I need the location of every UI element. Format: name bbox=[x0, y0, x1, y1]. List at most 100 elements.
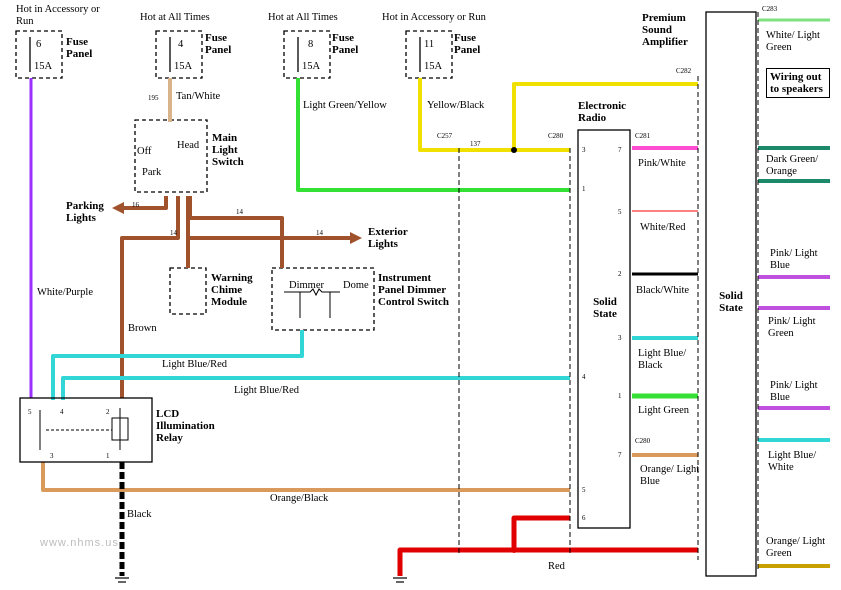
radio-out-black-white: Black/White bbox=[636, 285, 690, 296]
relay-pin-4: 4 bbox=[60, 408, 64, 416]
amplifier-state: Solid State bbox=[719, 290, 743, 314]
radio-pin-7: 7 bbox=[618, 146, 622, 154]
light-blue-red-label-2: Light Blue/Red bbox=[234, 385, 300, 396]
exterior-arrow bbox=[350, 232, 362, 244]
tan-white-label: Tan/White bbox=[176, 91, 221, 102]
parking-lights-label: Parking Lights bbox=[66, 200, 104, 224]
circuit-16: 16 bbox=[132, 201, 139, 209]
spk-label-4: Pink/ Light Green bbox=[768, 316, 816, 339]
fuse-box-8 bbox=[283, 30, 331, 79]
spk-label-7: Orange/ Light Green bbox=[766, 536, 826, 559]
circuit-195: 195 bbox=[148, 94, 159, 102]
connector-c280b: C280 bbox=[635, 437, 651, 445]
red-label: Red bbox=[548, 561, 565, 572]
switch-off: Off bbox=[137, 146, 152, 157]
switch-park: Park bbox=[142, 167, 162, 178]
circuit-14a: 14 bbox=[236, 208, 243, 216]
fuse-box-6 bbox=[15, 30, 63, 79]
fuse-4-rating: 15A bbox=[174, 61, 193, 72]
red-ground-wire bbox=[397, 515, 698, 576]
warning-chime-box bbox=[169, 267, 207, 315]
fuse-11-rating: 15A bbox=[424, 61, 443, 72]
connector-c257: C257 bbox=[437, 132, 453, 140]
fuse-6-label: Fuse Panel bbox=[66, 36, 93, 60]
spk-label-1: White/ Light Green bbox=[766, 30, 820, 53]
yellow-black-label: Yellow/Black bbox=[427, 100, 485, 111]
radio-out-white-red: White/Red bbox=[640, 222, 686, 233]
exterior-lights-label: Exterior Lights bbox=[368, 226, 408, 250]
radio-pin-4: 4 bbox=[582, 373, 586, 381]
fuse-11-label: Fuse Panel bbox=[454, 32, 481, 56]
relay-pin-5: 5 bbox=[28, 408, 32, 416]
radio-out-orange-light-blue: Orange/ Light Blue bbox=[640, 464, 700, 487]
radio-out-light-green: Light Green bbox=[638, 405, 690, 416]
circuit-137: 137 bbox=[470, 140, 481, 148]
yellow-amp-wire bbox=[512, 82, 698, 150]
brown-label: Brown bbox=[128, 323, 157, 334]
fuse-11-number: 11 bbox=[424, 39, 435, 50]
radio-pin-1b: 1 bbox=[618, 392, 622, 400]
fuse-6-rating: 15A bbox=[34, 61, 53, 72]
fuse-8-number: 8 bbox=[308, 39, 314, 50]
dimmer-switch-box bbox=[271, 267, 375, 331]
white-purple-label: White/Purple bbox=[37, 287, 93, 298]
lcd-relay-box bbox=[19, 397, 153, 463]
connector-c282: C282 bbox=[676, 67, 692, 75]
dimmer-switch-title: Instrument Panel Dimmer Control Switch bbox=[378, 272, 449, 308]
relay-pin-2: 2 bbox=[106, 408, 110, 416]
spk-label-5: Pink/ Light Blue bbox=[770, 380, 818, 403]
fuse-4-label: Fuse Panel bbox=[205, 32, 232, 56]
spk-label-2: Dark Green/ Orange bbox=[766, 154, 819, 177]
connector-c280a: C280 bbox=[548, 132, 564, 140]
radio-state: Solid State bbox=[593, 296, 617, 320]
spk-dark-green-orange bbox=[758, 146, 830, 183]
spk-label-3: Pink/ Light Blue bbox=[770, 248, 818, 271]
brown-wire-exterior bbox=[188, 196, 350, 268]
black-label: Black bbox=[127, 509, 152, 520]
fuse-8-header: Hot at All Times bbox=[268, 12, 338, 23]
orange-black-wire bbox=[41, 462, 570, 492]
switch-head: Head bbox=[177, 140, 200, 151]
fuse-6-header: Hot in Accessory or Run bbox=[16, 4, 100, 27]
radio-pin-2: 2 bbox=[618, 270, 622, 278]
fuse-8-rating: 15A bbox=[302, 61, 321, 72]
dome-label: Dome bbox=[343, 280, 369, 291]
connector-c283: C283 bbox=[762, 5, 778, 13]
yellow-black-wire bbox=[418, 78, 570, 152]
fuse-box-4 bbox=[155, 30, 203, 79]
radio-box bbox=[577, 129, 631, 529]
orange-black-label: Orange/Black bbox=[270, 493, 329, 504]
relay-pin-1: 1 bbox=[106, 452, 110, 460]
fuse-8-label: Fuse Panel bbox=[332, 32, 359, 56]
radio-pin-3b: 3 bbox=[618, 334, 622, 342]
fuse-box-11 bbox=[405, 30, 453, 79]
speaker-note: Wiring out to speakers bbox=[766, 68, 830, 98]
main-switch-title: Main Light Switch bbox=[212, 132, 244, 168]
radio-title: Electronic Radio bbox=[578, 100, 627, 124]
light-blue-red-wire-1 bbox=[51, 330, 304, 400]
circuit-14b: 14 bbox=[170, 229, 177, 237]
connector-c281: C281 bbox=[635, 132, 651, 140]
parking-arrow bbox=[112, 202, 124, 214]
spk-label-6: Light Blue/ White bbox=[768, 450, 817, 473]
radio-pin-7b: 7 bbox=[618, 451, 622, 459]
radio-out-light-blue-black: Light Blue/ Black bbox=[638, 348, 687, 371]
fuse-11-header: Hot in Accessory or Run bbox=[382, 12, 486, 23]
radio-pin-6: 6 bbox=[582, 514, 586, 522]
lcd-relay-title: LCD Illumination Relay bbox=[156, 408, 215, 444]
brown-wire-parking bbox=[122, 196, 168, 210]
fuse-6-number: 6 bbox=[36, 39, 42, 50]
circuit-14c: 14 bbox=[316, 229, 323, 237]
radio-out-pink-white: Pink/White bbox=[638, 158, 686, 169]
light-green-yellow-label: Light Green/Yellow bbox=[303, 100, 387, 111]
dimmer-label: Dimmer bbox=[289, 280, 324, 291]
radio-pin-1: 1 bbox=[582, 185, 586, 193]
radio-pin-5: 5 bbox=[618, 208, 622, 216]
brown-wire-relay bbox=[120, 196, 180, 398]
light-blue-red-label-1: Light Blue/Red bbox=[162, 359, 228, 370]
watermark: www.nhms.us bbox=[40, 537, 119, 549]
warning-chime-label: Warning Chime Module bbox=[211, 272, 253, 308]
radio-pin-5b: 5 bbox=[582, 486, 586, 494]
fuse-4-header: Hot at All Times bbox=[140, 12, 210, 23]
